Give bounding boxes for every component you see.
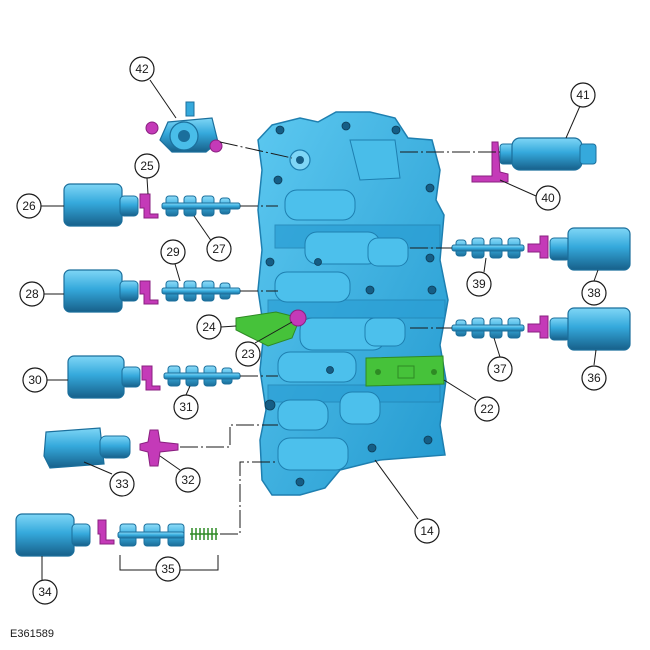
solenoid-36 <box>549 307 631 351</box>
callout-37: 37 <box>487 356 513 382</box>
pressure-sensor-42 <box>145 101 223 153</box>
callout-36: 36 <box>581 365 607 391</box>
callout-label: 42 <box>135 62 149 76</box>
retaining-clip-30 <box>141 365 161 391</box>
callout-label: 30 <box>28 373 42 387</box>
gasket-22-slot <box>397 365 415 379</box>
callout-label: 29 <box>166 245 180 259</box>
callout-29: 29 <box>160 239 186 265</box>
callout-35: 35 <box>155 556 181 582</box>
callout-label: 41 <box>576 88 590 102</box>
callout-label: 40 <box>541 191 555 205</box>
callout-label: 25 <box>140 159 154 173</box>
valve-spool-27 <box>161 195 241 217</box>
callout-label: 14 <box>420 524 434 538</box>
callout-31: 31 <box>173 394 199 420</box>
callout-24: 24 <box>196 314 222 340</box>
retaining-clip-32 <box>139 429 179 467</box>
callout-label: 38 <box>587 286 601 300</box>
callout-label: 28 <box>25 287 39 301</box>
sensor-port-bore <box>296 156 304 164</box>
retaining-clip-38 <box>527 235 549 259</box>
valve-spool-29 <box>161 280 241 302</box>
callout-label: 23 <box>241 347 255 361</box>
callout-33: 33 <box>109 471 135 497</box>
solenoid-34 <box>15 513 91 557</box>
callout-label: 35 <box>161 562 175 576</box>
callout-42: 42 <box>129 56 155 82</box>
valve-body <box>257 111 449 496</box>
solenoid-41 <box>499 137 597 171</box>
callout-label: 39 <box>472 277 486 291</box>
callout-32: 32 <box>175 467 201 493</box>
bolt-holes <box>264 121 437 487</box>
callout-22: 22 <box>474 396 500 422</box>
alignment-lines <box>180 141 500 535</box>
callout-label: 34 <box>38 585 52 599</box>
valve-bores <box>274 189 409 471</box>
callout-39: 39 <box>466 271 492 297</box>
retaining-clip-28 <box>139 280 159 305</box>
callout-label: 32 <box>181 473 195 487</box>
callout-label: 27 <box>212 242 226 256</box>
callout-label: 37 <box>493 362 507 376</box>
callout-26: 26 <box>16 193 42 219</box>
retaining-clip-34 <box>97 519 115 545</box>
callout-40: 40 <box>535 185 561 211</box>
figure-reference-code: E361589 <box>10 628 55 640</box>
solenoid-28 <box>63 269 139 313</box>
gasket-24 <box>235 311 301 347</box>
callout-23: 23 <box>235 341 261 367</box>
valve-body-ridge <box>349 139 401 181</box>
callout-28: 28 <box>19 281 45 307</box>
callout-27: 27 <box>206 236 232 262</box>
solenoid-30 <box>67 355 141 399</box>
retaining-clip-40 <box>471 141 509 183</box>
valve-spool-31 <box>163 365 241 387</box>
callout-30: 30 <box>22 367 48 393</box>
retaining-clip-25 <box>139 193 159 219</box>
callout-25: 25 <box>134 153 160 179</box>
callout-label: 24 <box>202 320 216 334</box>
callout-label: 33 <box>115 477 129 491</box>
callout-14: 14 <box>414 518 440 544</box>
callout-41: 41 <box>570 82 596 108</box>
valve-spool-37 <box>451 317 525 339</box>
check-ball-23 <box>289 309 307 327</box>
gasket-22-hole <box>375 369 381 375</box>
solenoid-33 <box>43 427 131 469</box>
callout-34: 34 <box>32 579 58 605</box>
valve-body-channel <box>267 299 446 319</box>
callout-label: 31 <box>179 400 193 414</box>
valve-spool-39 <box>451 237 525 259</box>
retaining-clip-36 <box>527 315 549 339</box>
callout-label: 26 <box>22 199 36 213</box>
callout-label: 36 <box>587 371 601 385</box>
valve-spool-35 <box>117 523 185 547</box>
callout-38: 38 <box>581 280 607 306</box>
solenoid-38 <box>549 227 631 271</box>
gasket-22 <box>365 355 445 387</box>
solenoid-26 <box>63 183 139 227</box>
spring-35 <box>190 528 218 540</box>
callout-label: 22 <box>480 402 494 416</box>
gasket-22-hole <box>431 369 437 375</box>
